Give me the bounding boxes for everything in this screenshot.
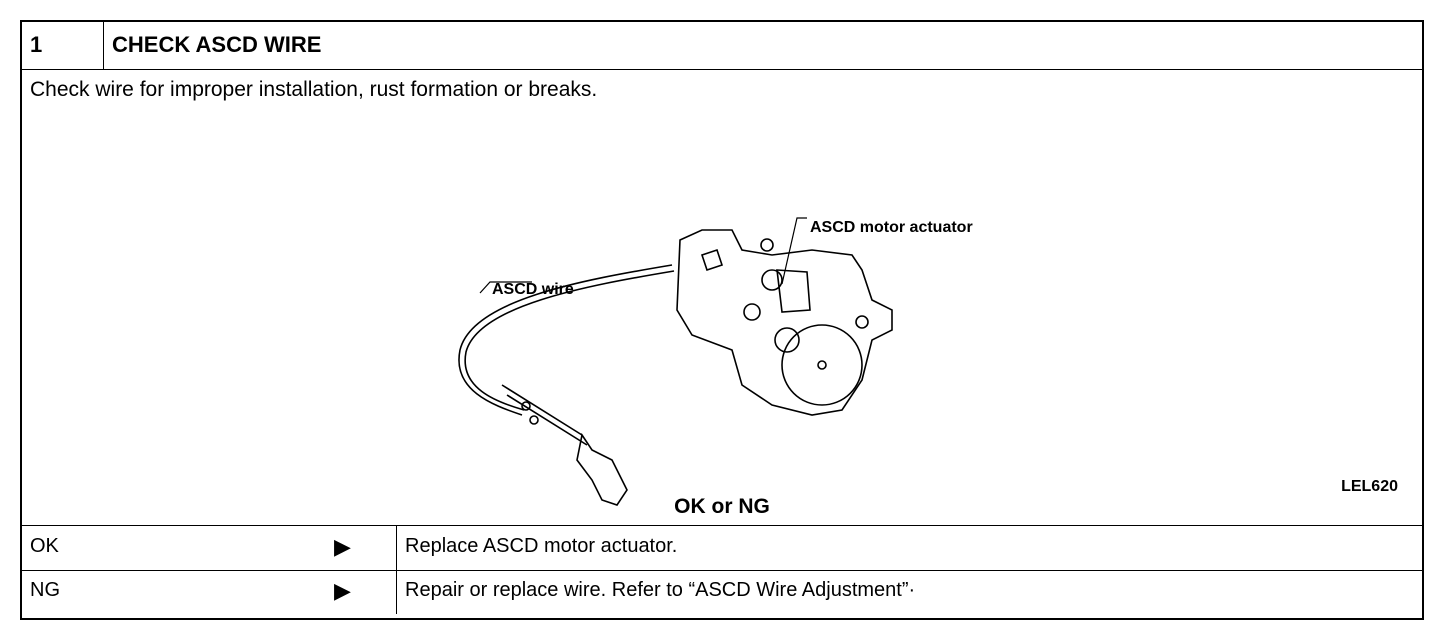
step-body: Check wire for improper installation, ru… — [22, 70, 1422, 526]
step-title: CHECK ASCD WIRE — [112, 32, 322, 57]
right-triangle-arrow-icon: ▶ — [334, 578, 351, 603]
result-row-ok: OK ▶ Replace ASCD motor actuator. — [22, 526, 1422, 571]
step-header: 1 CHECK ASCD WIRE — [22, 22, 1422, 70]
result-action: Repair or replace wire. Refer to “ASCD W… — [405, 579, 916, 601]
ok-or-ng-question: OK or NG — [674, 495, 770, 518]
wire-label: ASCD wire — [492, 281, 574, 298]
result-key: NG — [30, 579, 60, 601]
right-triangle-arrow-icon: ▶ — [334, 534, 351, 559]
figure-code: LEL620 — [1341, 478, 1398, 495]
instruction-text: Check wire for improper installation, ru… — [30, 78, 598, 101]
actuator-label: ASCD motor actuator — [810, 219, 973, 236]
result-action: Replace ASCD motor actuator. — [405, 535, 678, 557]
result-row-ng: NG ▶ Repair or replace wire. Refer to “A… — [22, 570, 1422, 614]
step-number: 1 — [22, 22, 104, 69]
ascd-wire-illustration: ASCD wire ASCD motor actuator — [458, 217, 973, 506]
diagnostic-procedure-table: 1 CHECK ASCD WIRE Check wire for imprope… — [20, 20, 1424, 620]
result-key: OK — [30, 535, 59, 557]
